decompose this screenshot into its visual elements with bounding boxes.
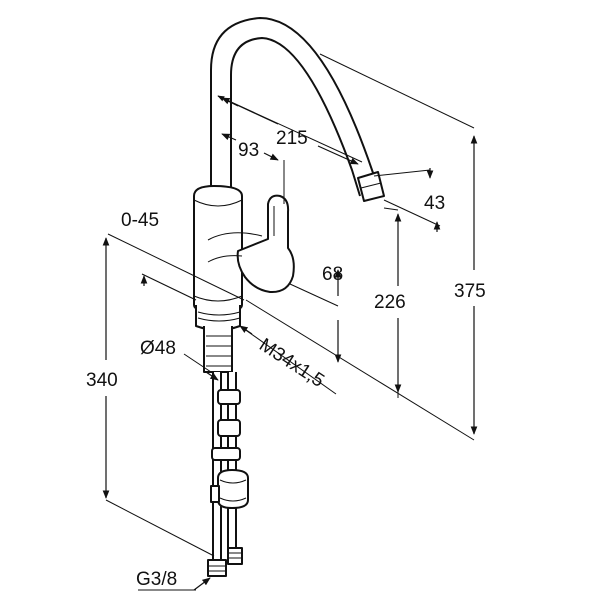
hose-sleeve-1 xyxy=(217,389,241,405)
check-valve xyxy=(217,469,249,509)
spout-nozzle xyxy=(357,171,385,202)
hose-sleeve-2 xyxy=(217,419,241,437)
label-hose-length: 340 xyxy=(86,370,118,391)
label-outreach: 215 xyxy=(276,128,308,149)
label-lever-height: 68 xyxy=(322,264,343,285)
label-spout-clearance: 226 xyxy=(374,292,406,313)
hose-connector-left xyxy=(207,559,227,577)
main-cylinder xyxy=(193,185,243,313)
label-spout-drop: 43 xyxy=(424,193,445,214)
label-lever-offset: 93 xyxy=(238,140,259,161)
hose-connector-right xyxy=(227,547,243,565)
faucet-body xyxy=(193,17,385,577)
label-base-diameter: Ø48 xyxy=(140,338,176,359)
threaded-shank xyxy=(203,326,233,373)
label-swivel-angle: 0-45 xyxy=(121,210,159,231)
dimension-lines xyxy=(102,53,478,591)
hose-sleeve-3 xyxy=(211,447,241,461)
label-connection: G3/8 xyxy=(136,569,177,590)
label-total-height: 375 xyxy=(454,281,486,302)
spout-inner xyxy=(230,37,361,197)
lever-handle xyxy=(236,194,295,294)
